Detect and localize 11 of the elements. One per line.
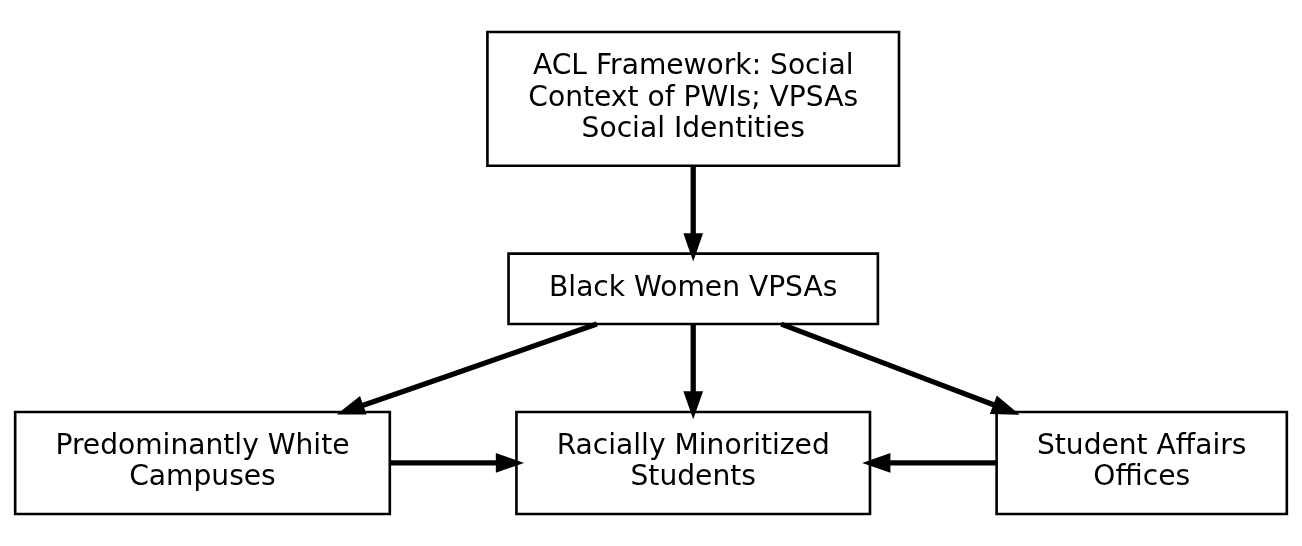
node-box: Predominantly White Campuses <box>13 410 392 516</box>
node-box: ACL Framework: Social Context of PWIs; VPSAs Social Identities <box>486 30 901 168</box>
node-box: Black Women VPSAs <box>507 252 880 326</box>
node-box: Student Affairs Offices <box>995 410 1289 516</box>
arrow <box>683 165 704 262</box>
arrow <box>336 321 598 415</box>
arrow <box>389 453 525 473</box>
arrow <box>780 321 1020 415</box>
arrow <box>683 324 704 420</box>
node-box: Racially Minoritized Students <box>515 410 872 516</box>
arrow <box>862 453 997 473</box>
